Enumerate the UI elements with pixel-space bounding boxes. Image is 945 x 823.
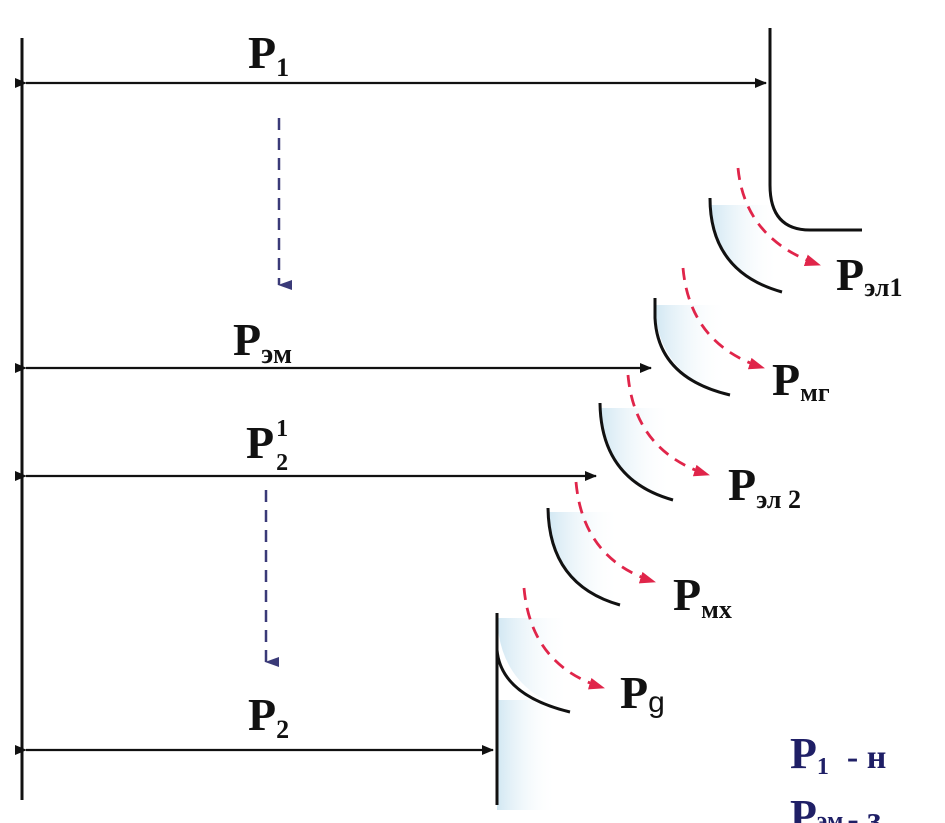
label-loss-mx: Pмх: [673, 569, 732, 624]
loss-arrow-g: [522, 587, 605, 690]
loss-arrow-mg: [681, 267, 765, 370]
loss-arrow-el2: [626, 374, 710, 477]
label-p1: P1: [248, 27, 289, 82]
curve-el1: [708, 197, 783, 294]
curve-mg: [653, 298, 731, 397]
label-loss-el2: Pэл 2: [728, 459, 801, 514]
legend-line-2: Pэм- з: [790, 791, 881, 823]
shade-mx: [548, 512, 620, 605]
shade-mg: [655, 305, 728, 395]
loss-arrow-mx: [574, 481, 656, 584]
loss-arrow-el1: [736, 167, 821, 267]
curve-top-step: [768, 28, 862, 232]
curve-mx: [546, 507, 621, 607]
label-loss-g: Pg: [620, 667, 665, 719]
shade-el2: [600, 408, 672, 500]
shade-p2-column: [497, 700, 557, 810]
curve-g-arc: [495, 649, 571, 714]
label-loss-el1: Pэл1: [836, 249, 902, 302]
label-p2: P2: [248, 689, 289, 744]
legend-line-1: P1- н: [790, 729, 886, 780]
shade-g: [497, 618, 570, 710]
curve-el2: [598, 402, 674, 502]
label-pem: Pэм: [233, 314, 292, 370]
label-loss-mg: Pмг: [772, 354, 830, 407]
